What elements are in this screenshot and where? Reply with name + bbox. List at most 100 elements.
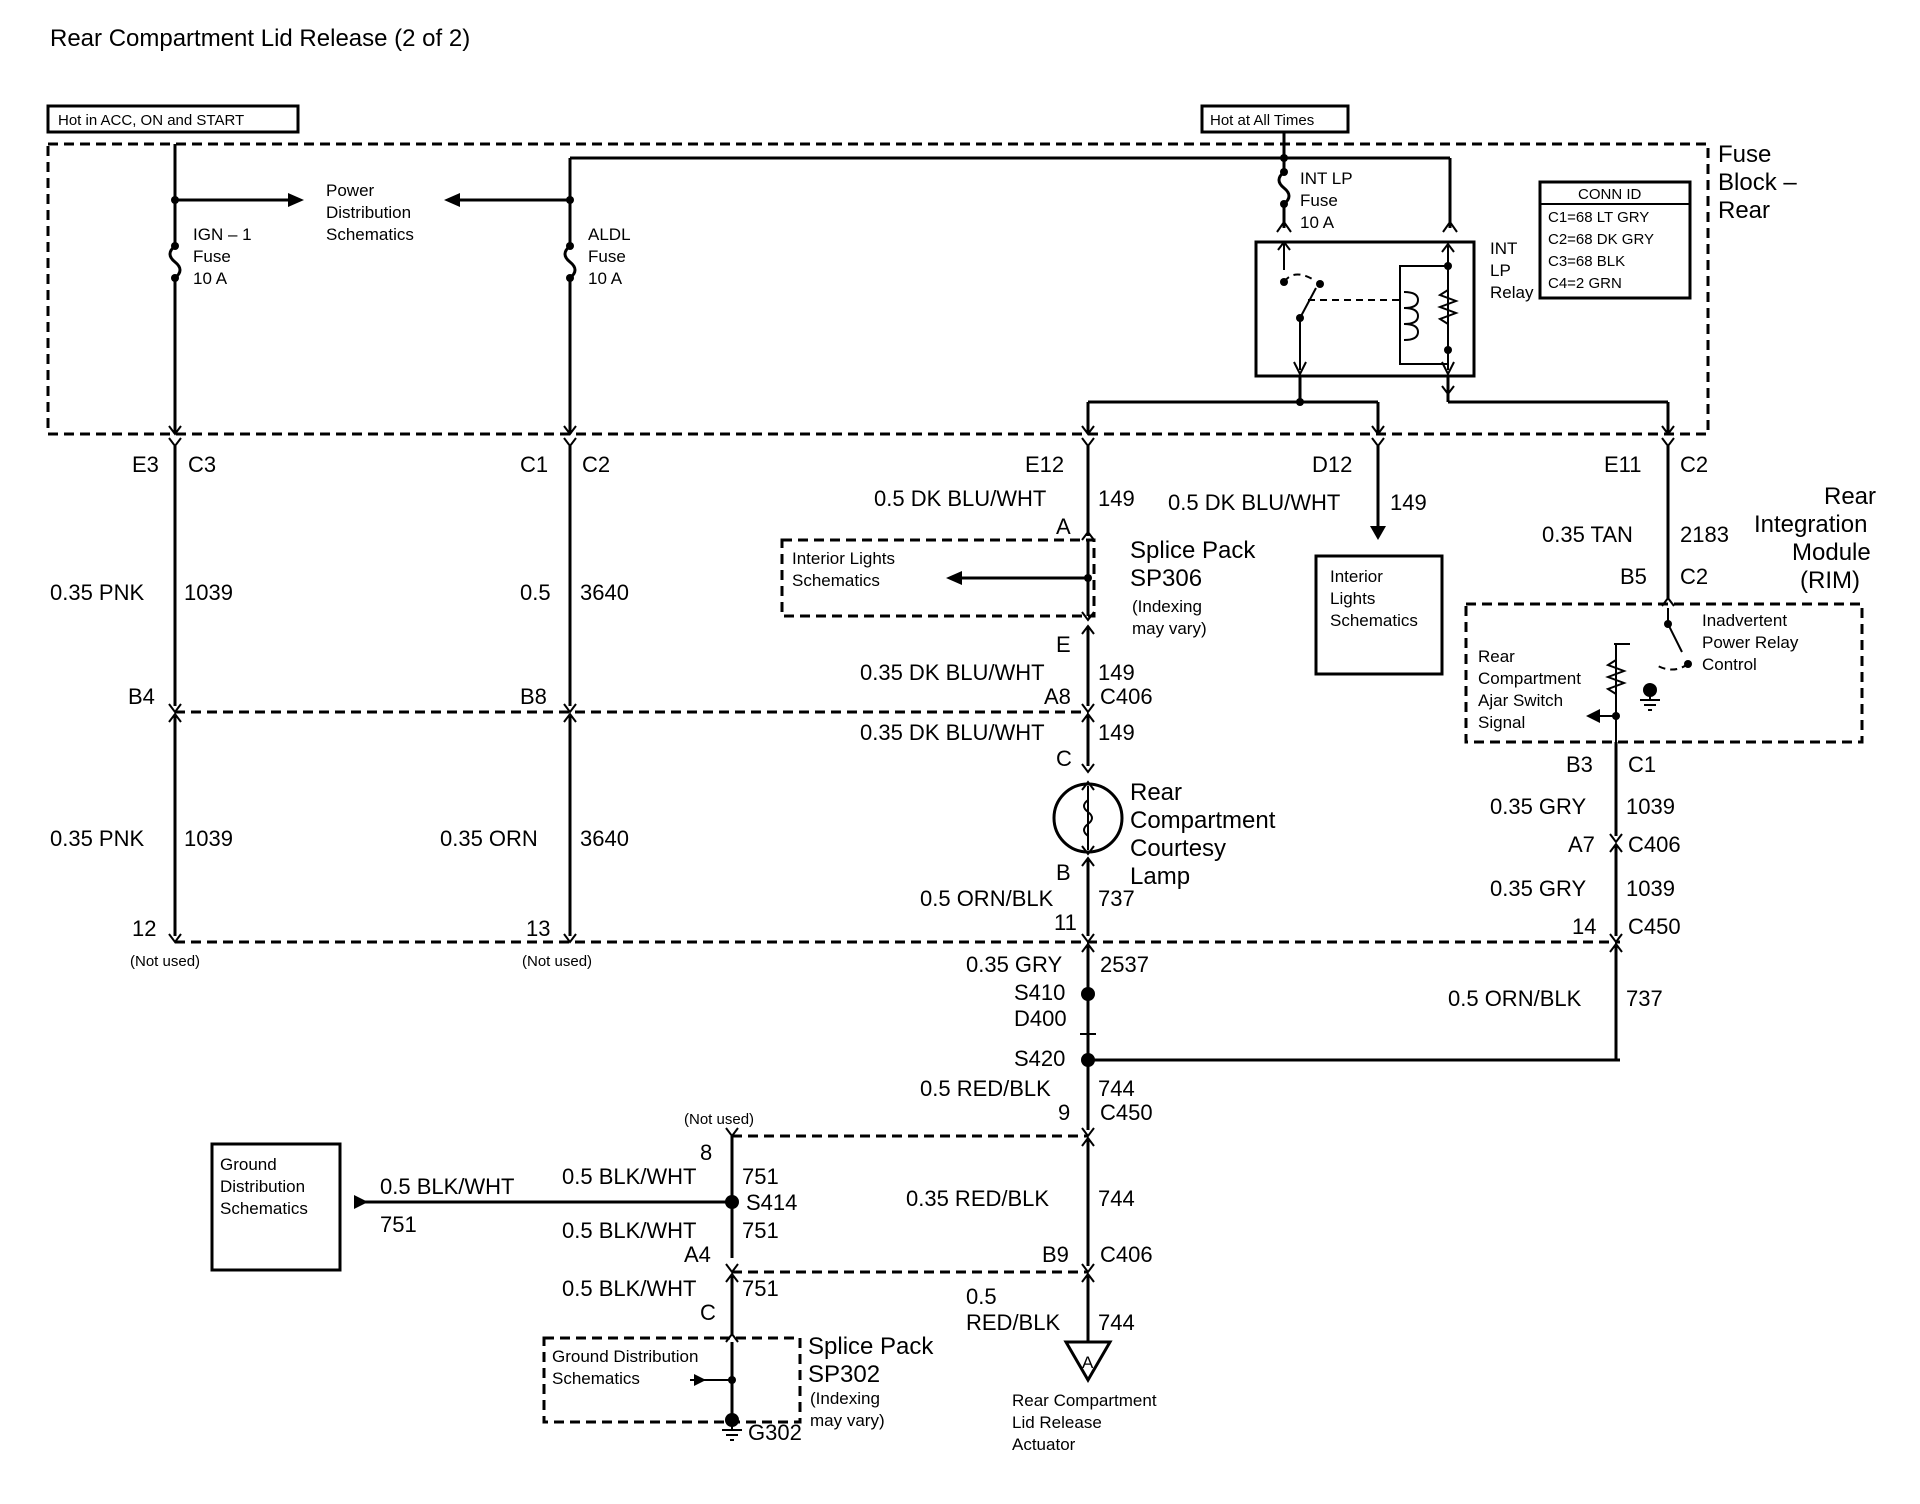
not-used-12: (Not used) [130,953,200,970]
interior-box-label-1: Interior [1330,567,1383,586]
conn-c450: C450 [1628,914,1681,939]
w5-color: 0.5 DK BLU/WHT [874,486,1046,511]
rim-ajar-label-3: Ajar Switch [1478,691,1563,710]
conn-c406-c: C406 [1100,1242,1153,1267]
rim-ajar-label-2: Compartment [1478,669,1581,688]
w14-num: 737 [1626,986,1663,1011]
w3-num: 1039 [184,826,233,851]
lamp-label-1: Rear [1130,779,1182,806]
conn-9: 9 [1058,1100,1070,1125]
conn-s414: S414 [746,1190,797,1215]
w17-l1: 0.5 [966,1284,997,1309]
w20-color: 0.5 BLK/WHT [562,1218,696,1243]
w5-num: 149 [1098,486,1135,511]
sp302-label-1: Splice Pack [808,1333,934,1360]
w10-num: 2183 [1680,522,1729,547]
fuse-block-label-2: Block – [1718,169,1797,196]
w1-color: 0.35 PNK [50,580,144,605]
conn-d400: D400 [1014,1006,1067,1031]
fuse-block-label-3: Rear [1718,197,1770,224]
ign-fuse-label-1: IGN – 1 [193,225,252,244]
conn-c1: C1 [520,452,548,477]
ign-fuse-label-2: Fuse [193,247,231,266]
w1-num: 1039 [184,580,233,605]
actuator-symbol [1063,1340,1113,1383]
hot-acc-label: Hot in ACC, ON and START [58,112,244,129]
aldl-fuse-label-2: Fuse [588,247,626,266]
conn-c-sp302: C [700,1300,716,1325]
ground-sp-label-2: Schematics [552,1369,640,1388]
w21-num: 751 [742,1276,779,1301]
ground-sp-label-1: Ground Distribution [552,1347,698,1366]
intlp-relay-label-1: INT [1490,239,1517,258]
conn-b8: B8 [520,684,547,709]
d12-circuit [1314,446,1444,676]
conn-b5: B5 [1620,564,1647,589]
w9-num: 737 [1098,886,1135,911]
rim-ajar-label-4: Signal [1478,713,1525,732]
conn-a8: A8 [1044,684,1071,709]
lamp-label-2: Compartment [1130,807,1276,834]
w15-color: 0.5 RED/BLK [920,1076,1051,1101]
w6-num: 149 [1390,490,1427,515]
conn-12: 12 [132,916,156,941]
lamp-label-3: Courtesy [1130,835,1226,862]
conn-e12: E12 [1025,452,1064,477]
center-circuits [732,446,1620,1383]
intlp-relay-label-2: LP [1490,261,1511,280]
conn-c2: C2 [582,452,610,477]
conn-b3: B3 [1566,752,1593,777]
hot-always-label: Hot at All Times [1210,112,1314,129]
conn-a4: A4 [684,1242,711,1267]
actuator-label-3: Actuator [1012,1435,1076,1454]
conn-id-c1: C1=68 LT GRY [1548,209,1649,226]
conn-14: 14 [1572,914,1596,939]
intlp-fuse-label-2: Fuse [1300,191,1338,210]
power-dist-label-3: Schematics [326,225,414,244]
hot-acc-label-box [46,104,300,134]
w13-color: 0.35 GRY [966,952,1063,977]
rim-label-2: Integration [1754,511,1867,538]
w21-color: 0.5 BLK/WHT [562,1276,696,1301]
intlp-fuse-label-3: 10 A [1300,213,1335,232]
conn-c450-b: C450 [1100,1100,1153,1125]
w18-num: 751 [380,1212,417,1237]
w11-num: 1039 [1626,794,1675,819]
w16-color: 0.35 RED/BLK [906,1186,1049,1211]
w12-num: 1039 [1626,876,1675,901]
w13-num: 2537 [1100,952,1149,977]
intlp-relay-label-3: Relay [1490,283,1534,302]
conn-13: 13 [526,916,550,941]
conn-g302: G302 [748,1420,802,1445]
w20-num: 751 [742,1218,779,1243]
ign-fuse-circuit: IGN – 1 Fuse 10 A [168,144,304,434]
w14-color: 0.5 ORN/BLK [1448,986,1582,1011]
not-used-8: (Not used) [684,1111,754,1128]
ground-box-label-1: Ground [220,1155,277,1174]
sp302-label-2: SP302 [808,1361,880,1388]
rim-relay-label-3: Control [1702,655,1757,674]
w10-color: 0.35 TAN [1542,522,1633,547]
intlp-fuse-label-1: INT LP [1300,169,1353,188]
aldl-fuse-label-3: 10 A [588,269,623,288]
conn-a7: A7 [1568,832,1595,857]
w6-color: 0.5 DK BLU/WHT [1168,490,1340,515]
rim-label-4: (RIM) [1800,567,1860,594]
conn-b9: B9 [1042,1242,1069,1267]
fuse-block-label-1: Fuse [1718,141,1771,168]
w17-num: 744 [1098,1310,1135,1335]
sp306-label-2: SP306 [1130,565,1202,592]
conn-id-table: CONN ID C1=68 LT GRY C2=68 DK GRY C3=68 … [1538,180,1692,300]
sp302-outline [542,1336,802,1424]
ground-distribution-box [210,1142,342,1272]
w7-num: 149 [1098,660,1135,685]
rim-circuit [1464,446,1864,1060]
hot-always-label-box [1200,104,1350,134]
sp306-outline [780,538,1096,618]
actuator-label-2: Lid Release [1012,1413,1102,1432]
conn-e: E [1056,632,1071,657]
w17-l2: RED/BLK [966,1310,1060,1335]
power-dist-label-2: Distribution [326,203,411,222]
ground-box-label-3: Schematics [220,1199,308,1218]
